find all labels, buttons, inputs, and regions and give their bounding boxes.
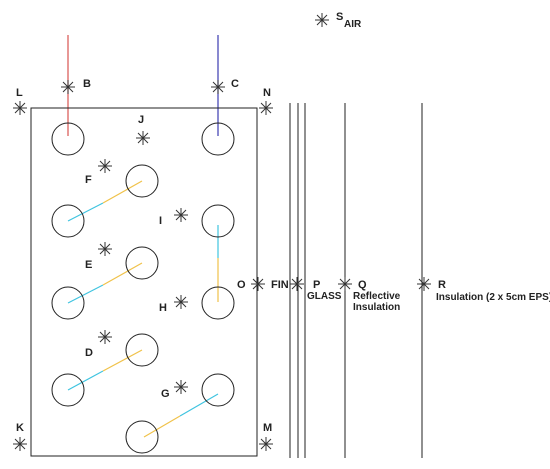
sensor-marker-n (259, 101, 273, 115)
sensor-marker-m (259, 437, 273, 451)
label-b: B (83, 78, 91, 90)
label-d: D (85, 347, 93, 359)
sensor-marker-q (338, 277, 352, 291)
sensor-marker-s-air (315, 13, 329, 27)
tube-top-right (201, 122, 235, 156)
sensor-marker-h (174, 295, 188, 309)
collector-box (30, 107, 258, 457)
sensor-marker-l (13, 101, 27, 115)
tube-row2-right (125, 164, 159, 198)
label-g: G (161, 388, 170, 400)
label-glass: GLASS (307, 291, 342, 302)
sensor-marker-k (13, 437, 27, 451)
label-q: Q (358, 279, 367, 291)
tube-row3-left (51, 204, 85, 238)
label-c: C (231, 78, 239, 90)
sensor-marker-fin (290, 277, 304, 291)
sensor-marker-e (98, 242, 112, 256)
label-reflective-2: Insulation (353, 302, 400, 313)
tube-row5-left (51, 286, 85, 320)
sensor-marker-g (174, 380, 188, 394)
label-e: E (85, 259, 92, 271)
sensor-marker-r (417, 277, 431, 291)
tube-top-left (51, 122, 85, 156)
tube-row6-mid (125, 333, 159, 367)
label-j: J (138, 114, 144, 126)
label-r: R (438, 279, 446, 291)
sensor-marker-b (61, 80, 75, 94)
label-reflective-1: Reflective (353, 291, 401, 302)
label-p: P (313, 279, 320, 291)
label-n: N (263, 87, 271, 99)
sensor-marker-o (251, 277, 265, 291)
label-k: K (16, 422, 24, 434)
label-air: AIR (344, 19, 362, 30)
pipe-connectors (67, 180, 219, 438)
label-o: O (237, 279, 246, 291)
tube-row5-right (201, 286, 235, 320)
label-insulation: Insulation (2 x 5cm EPS) (436, 292, 550, 303)
label-m: M (263, 422, 272, 434)
tube-row7-left (51, 373, 85, 407)
label-i: I (159, 215, 162, 227)
tube-bottom-mid (125, 420, 159, 454)
tube-row3-right (201, 204, 235, 238)
label-l: L (16, 87, 23, 99)
label-f: F (85, 174, 92, 186)
sensor-marker-i (174, 208, 188, 222)
sensor-marker-c (211, 80, 225, 94)
label-s: S (336, 11, 343, 23)
sensor-marker-d (98, 330, 112, 344)
label-h: H (159, 302, 167, 314)
label-fin: FIN (271, 279, 289, 291)
sensor-marker-f (98, 159, 112, 173)
tube-row4-mid (125, 246, 159, 280)
sensor-marker-j (136, 131, 150, 145)
tube-row7-right (201, 373, 235, 407)
